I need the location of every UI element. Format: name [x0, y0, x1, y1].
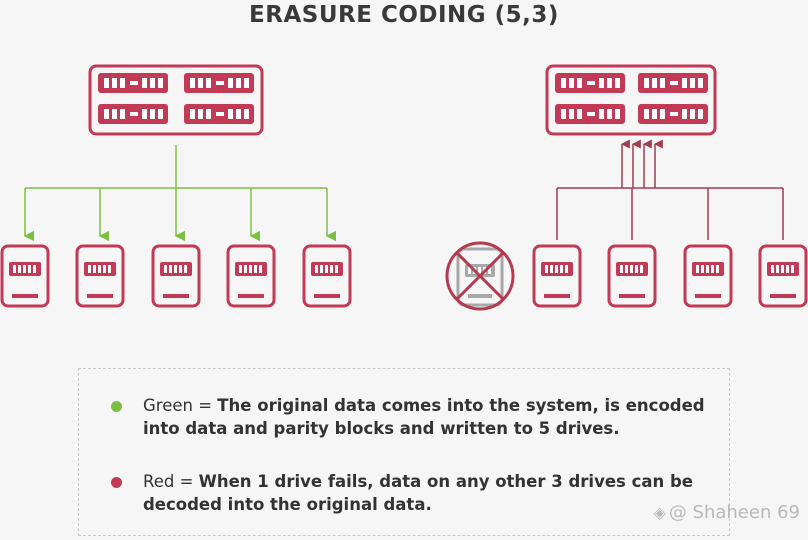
- red-data-flow: [556, 139, 784, 240]
- legend-box: Green = The original data comes into the…: [78, 368, 730, 536]
- legend-red-label: Red =: [143, 472, 199, 491]
- red-dot-icon: [111, 477, 122, 488]
- legend-green-text: Green = The original data comes into the…: [143, 395, 711, 440]
- drive-icon: [758, 244, 808, 308]
- drive-icon: [683, 244, 733, 308]
- legend-item-red: Red = When 1 drive fails, data on any ot…: [111, 471, 711, 516]
- legend-green-description: The original data comes into the system,…: [143, 396, 705, 438]
- diagram-title: ERASURE CODING (5,3): [249, 2, 559, 28]
- erasure-coding-diagram: [0, 64, 808, 311]
- green-dot-icon: [111, 401, 122, 412]
- diamond-logo-icon: ◈: [653, 503, 666, 522]
- legend-red-text: Red = When 1 drive fails, data on any ot…: [143, 471, 711, 516]
- failed-drive-icon: [445, 241, 515, 311]
- legend-item-green: Green = The original data comes into the…: [111, 395, 711, 440]
- legend-red-description: When 1 drive fails, data on any other 3 …: [143, 472, 693, 514]
- server-icon: [88, 64, 264, 136]
- server-icon: [545, 64, 717, 136]
- watermark-text: @ Shaheen 69: [668, 502, 800, 523]
- drive-icon: [151, 244, 201, 308]
- drive-icon: [607, 244, 657, 308]
- drive-icon: [0, 244, 50, 308]
- drive-icon: [75, 244, 125, 308]
- watermark: ◈@ Shaheen 69: [654, 502, 801, 523]
- legend-green-label: Green =: [143, 396, 218, 415]
- drive-icon: [226, 244, 276, 308]
- drive-icon: [532, 244, 582, 308]
- drive-icon: [302, 244, 352, 308]
- green-data-flow: [23, 145, 337, 242]
